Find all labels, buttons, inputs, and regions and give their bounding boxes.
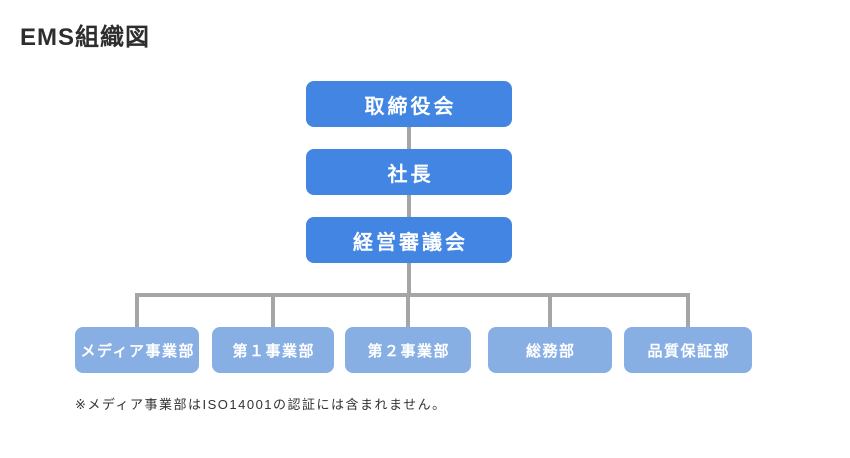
connector-stub-quality-assurance bbox=[686, 293, 690, 327]
connector-main-vertical bbox=[407, 104, 411, 297]
connector-stub-general-affairs bbox=[548, 293, 552, 327]
org-node-division-1: 第１事業部 bbox=[212, 327, 334, 373]
connector-horizontal bbox=[135, 293, 690, 297]
org-node-media-division: メディア事業部 bbox=[75, 327, 199, 373]
connector-stub-division-1 bbox=[271, 293, 275, 327]
page-title: EMS組織図 bbox=[20, 24, 151, 51]
org-node-general-affairs: 総務部 bbox=[488, 327, 612, 373]
org-node-division-2: 第２事業部 bbox=[345, 327, 471, 373]
org-node-management-council: 経営審議会 bbox=[306, 217, 512, 263]
connector-stub-division-2 bbox=[406, 293, 410, 327]
connector-stub-media-division bbox=[135, 293, 139, 327]
org-node-quality-assurance: 品質保証部 bbox=[624, 327, 752, 373]
org-node-president: 社長 bbox=[306, 149, 512, 195]
footnote: ※メディア事業部はISO14001の認証には含まれません。 bbox=[75, 397, 447, 412]
org-node-board-of-directors: 取締役会 bbox=[306, 81, 512, 127]
